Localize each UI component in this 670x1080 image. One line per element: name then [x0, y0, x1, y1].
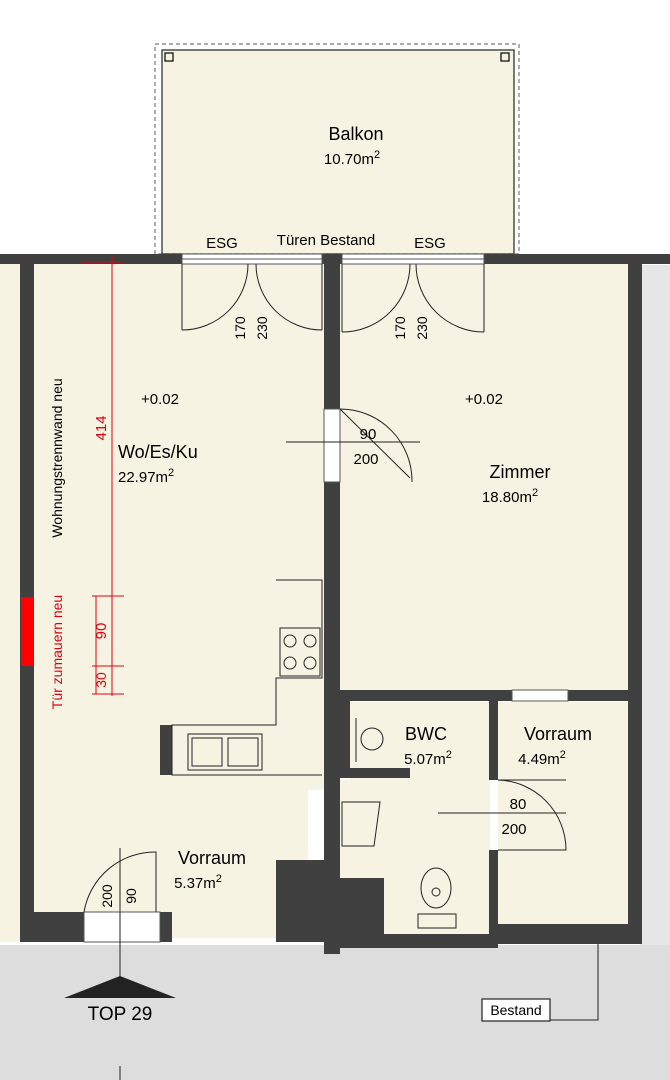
top-wall-left — [0, 254, 182, 264]
bwc-wall-right — [489, 700, 498, 780]
sink-basin-2 — [227, 737, 259, 767]
esg-left: ESG — [206, 235, 238, 252]
bwc-sink — [360, 727, 384, 751]
toilet-bowl — [420, 867, 452, 909]
central-wall-top — [324, 254, 340, 409]
wc-floor — [384, 878, 490, 934]
swing-left-2 — [255, 263, 323, 331]
kitchen-counter — [171, 579, 323, 776]
sink-basin-1 — [191, 737, 223, 767]
burner-4 — [303, 656, 317, 670]
bestand-label: Bestand — [490, 1002, 541, 1018]
dim-230-right: 230 — [414, 316, 430, 340]
swing-bath — [497, 779, 567, 851]
door-note: Tür zumauern neu — [49, 595, 65, 709]
vorraum-right-name: Vorraum — [524, 724, 592, 744]
top-label: TOP 29 — [88, 1004, 153, 1025]
wohnen-floor — [34, 262, 325, 938]
balkon-area: 10.70m2 — [324, 149, 380, 168]
red-dim-90: 90 — [93, 623, 110, 640]
tueren-bestand: Türen Bestand — [277, 232, 375, 249]
bottom-wall-entry-jamb — [160, 912, 172, 942]
dim-170-left: 170 — [232, 316, 248, 340]
bath-wall-mid — [340, 768, 410, 778]
right-neighbor-area — [640, 265, 670, 945]
bottom-wall-right — [498, 924, 642, 944]
zimmer-bottom-wall-r — [568, 690, 630, 701]
zimmer-door-w: 90 — [360, 426, 377, 443]
balkon-name: Balkon — [328, 124, 383, 144]
bath-fixtures — [341, 718, 457, 929]
wohnen-name: Wo/Es/Ku — [118, 442, 198, 462]
central-wall-mid — [324, 482, 340, 954]
swing-right-1 — [341, 263, 411, 333]
vorraum-door-opening — [511, 689, 569, 702]
zimmer-floor — [340, 262, 630, 690]
entry-door-w: 90 — [123, 888, 139, 904]
wall-marker — [21, 597, 34, 666]
bath-basin — [341, 801, 381, 847]
bestand-box — [481, 998, 551, 1022]
kitchen-bump — [160, 725, 172, 775]
bwc-wall-left — [340, 700, 350, 768]
bath-lower-floor — [340, 780, 490, 878]
bath-door-w: 80 — [510, 796, 527, 813]
right-wall — [628, 254, 642, 944]
dim-170-right: 170 — [392, 316, 408, 340]
top-arrow — [64, 976, 176, 998]
zimmer-name: Zimmer — [490, 462, 551, 482]
wall-note: Wohnungstrennwand neu — [49, 378, 65, 537]
swing-right-2 — [415, 263, 485, 333]
bwc-floor — [350, 702, 490, 780]
zimmer-door-opening — [323, 408, 341, 483]
bottom-wall-center — [276, 860, 324, 942]
burner-2 — [303, 634, 317, 648]
bath-door-h: 200 — [501, 821, 526, 838]
zimmer-bottom-wall-l — [340, 690, 512, 701]
wohnen-area: 22.97m2 — [118, 467, 174, 486]
bottom-wall-bath — [376, 934, 498, 948]
walls — [0, 254, 670, 954]
balkon-floor — [162, 50, 514, 255]
burner-3 — [283, 656, 297, 670]
wohnen-level: +0.02 — [141, 391, 179, 408]
vorraum-left-area: 5.37m2 — [174, 873, 222, 892]
sink — [187, 733, 263, 771]
red-dim-30: 30 — [93, 672, 109, 688]
bottom-wall-left — [34, 912, 84, 942]
zimmer-door-h: 200 — [353, 451, 378, 468]
bwc-area: 5.07m2 — [404, 749, 452, 768]
red-dim-414: 414 — [93, 415, 110, 440]
bwc-name: BWC — [405, 724, 447, 744]
balkon-post-right — [500, 52, 510, 62]
esg-right: ESG — [414, 235, 446, 252]
toilet-tank — [417, 913, 457, 929]
zimmer-area: 18.80m2 — [482, 487, 538, 506]
vorraum-left-name: Vorraum — [178, 848, 246, 868]
left-neighbor-floor — [0, 262, 20, 942]
vorraum-right-area: 4.49m2 — [518, 749, 566, 768]
corridor — [0, 945, 670, 1080]
top-wall-right — [484, 254, 670, 264]
burner-1 — [283, 634, 297, 648]
stove — [279, 627, 321, 677]
swing-zimmer — [339, 408, 413, 483]
swing-entry — [83, 851, 157, 913]
entry-door-h: 200 — [99, 884, 115, 908]
entry-door-opening — [83, 911, 161, 943]
door-swings — [83, 263, 567, 913]
bath-wall-bottom-right — [489, 850, 498, 945]
balkon-post-left — [164, 52, 174, 62]
zimmer-level: +0.02 — [465, 391, 503, 408]
kitchen — [171, 579, 323, 776]
dim-230-left: 230 — [254, 316, 270, 340]
red-dimensions — [82, 256, 124, 696]
swing-left-1 — [181, 263, 249, 331]
toilet-hole — [431, 887, 441, 897]
